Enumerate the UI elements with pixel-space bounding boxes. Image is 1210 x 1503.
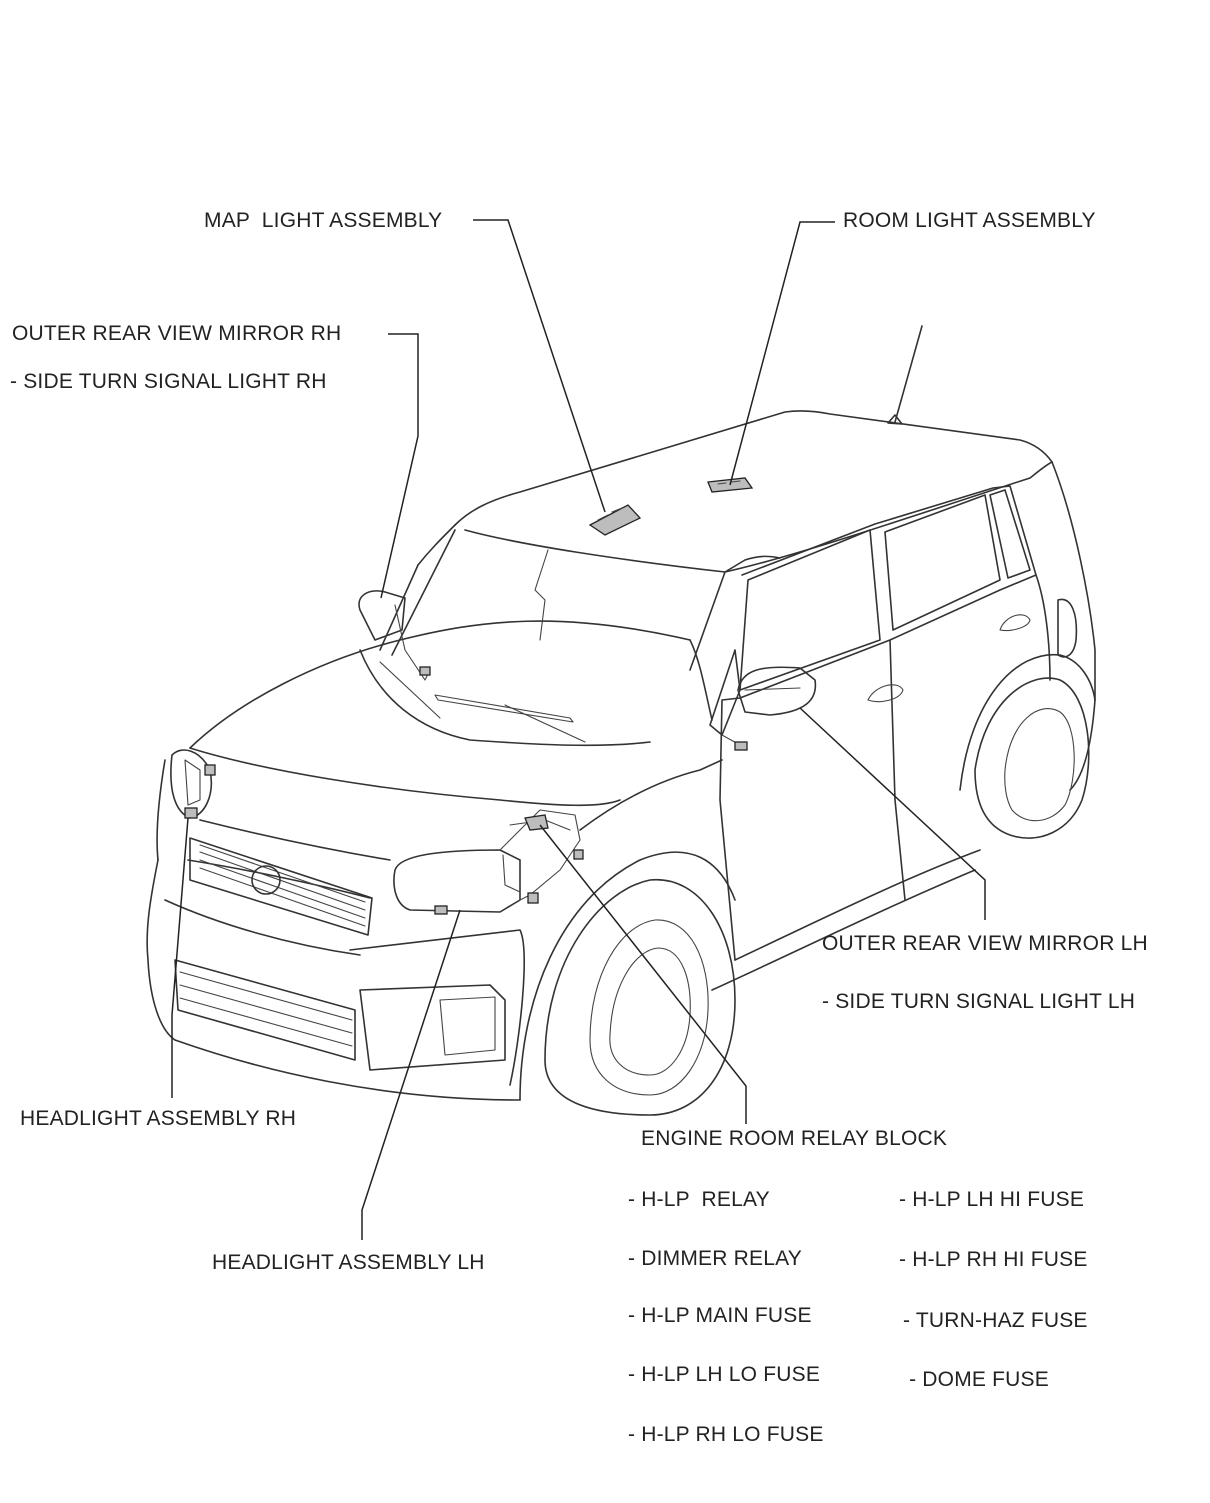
leader-headlight-lh: [361, 909, 461, 1240]
relay-item-right: - DOME FUSE: [897, 1368, 1049, 1391]
label-room-light: ROOM LIGHT ASSEMBLY: [843, 209, 1096, 232]
leader-headlight-rh: [171, 817, 189, 1098]
leader-room-light: [729, 221, 835, 486]
label-mirror-rh: OUTER REAR VIEW MIRROR RH: [12, 322, 342, 345]
relay-item-left: - H-LP MAIN FUSE: [628, 1304, 812, 1327]
leader-map-light: [473, 219, 606, 513]
car-body: [146, 325, 1096, 1116]
label-relay-block: ENGINE ROOM RELAY BLOCK: [641, 1127, 948, 1150]
relay-item-left: - H-LP RH LO FUSE: [628, 1423, 824, 1446]
relay-item-left: - DIMMER RELAY: [628, 1247, 802, 1270]
relay-item-right: - H-LP LH HI FUSE: [899, 1188, 1085, 1211]
leader-mirror-rh: [380, 333, 419, 599]
leader-relay-block: [539, 824, 747, 1124]
leader-mirror-lh: [799, 707, 986, 920]
leader-lines: [171, 219, 986, 1240]
label-headlight-lh: HEADLIGHT ASSEMBLY LH: [212, 1251, 485, 1274]
relay-item-left: - H-LP LH LO FUSE: [628, 1363, 821, 1386]
label-headlight-rh: HEADLIGHT ASSEMBLY RH: [20, 1107, 297, 1130]
label-turn-signal-lh: - SIDE TURN SIGNAL LIGHT LH: [822, 990, 1136, 1013]
relay-item-right: - TURN-HAZ FUSE: [897, 1309, 1088, 1332]
label-turn-signal-rh: - SIDE TURN SIGNAL LIGHT RH: [10, 370, 327, 393]
label-mirror-lh: OUTER REAR VIEW MIRROR LH: [822, 932, 1148, 955]
relay-item-right: - H-LP RH HI FUSE: [899, 1248, 1088, 1271]
relay-item-left: - H-LP RELAY: [628, 1188, 770, 1211]
label-map-light: MAP LIGHT ASSEMBLY: [204, 209, 443, 232]
